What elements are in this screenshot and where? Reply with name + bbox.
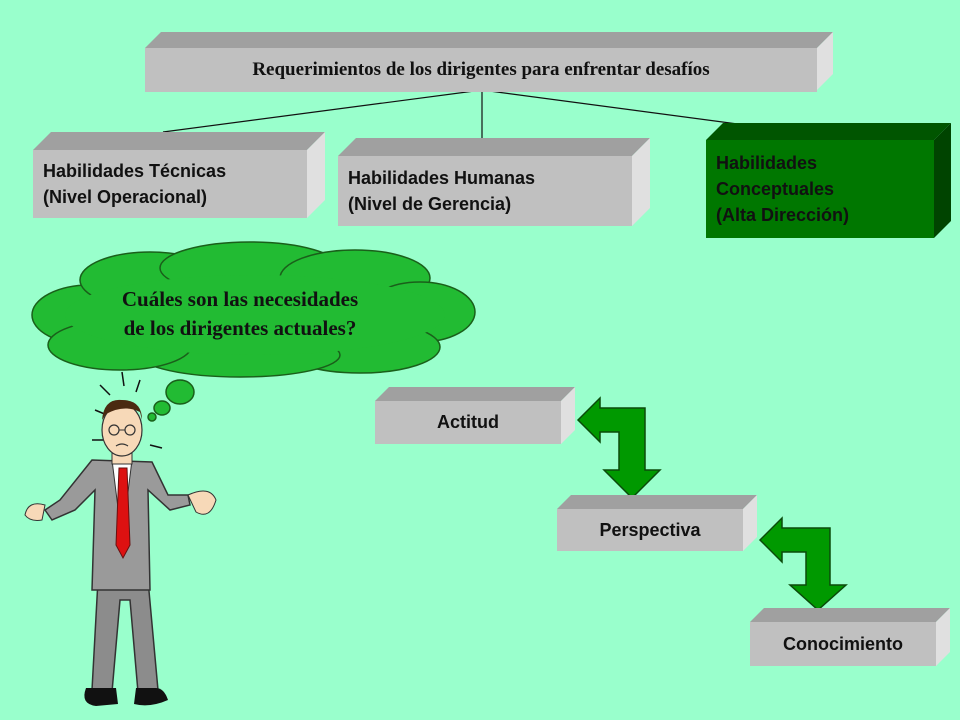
page-title: Requerimientos de los dirigentes para en… <box>252 59 710 80</box>
skill-technical-level: (Nivel Operacional) <box>43 187 208 207</box>
confused-man-illustration <box>24 371 217 706</box>
step-box-perspectiva: Perspectiva <box>557 495 757 551</box>
thought-line-2: de los dirigentes actuales? <box>123 316 357 340</box>
thought-cloud <box>31 241 476 422</box>
connector-technical <box>162 89 483 133</box>
skill-box-conceptual: Habilidades Conceptuales (Alta Dirección… <box>706 123 951 238</box>
skill-human-title: Habilidades Humanas <box>348 168 536 188</box>
skill-human-level: (Nivel de Gerencia) <box>348 194 512 214</box>
skill-box-technical: Habilidades Técnicas (Nivel Operacional) <box>33 132 325 218</box>
arrow-actitud-to-perspectiva <box>576 396 662 500</box>
skill-conceptual-title-2: Conceptuales <box>716 179 835 199</box>
thought-line-1: Cuáles son las necesidades <box>121 287 359 311</box>
thought-text: Cuáles son las necesidades de los dirige… <box>60 285 420 343</box>
skill-technical-title: Habilidades Técnicas <box>43 161 227 181</box>
skill-conceptual-title-1: Habilidades <box>716 153 818 173</box>
step-label-perspectiva: Perspectiva <box>599 519 701 540</box>
skill-box-human: Habilidades Humanas (Nivel de Gerencia) <box>338 138 650 226</box>
step-box-actitud: Actitud <box>375 387 575 444</box>
arrow-perspectiva-to-conocimiento <box>758 516 848 612</box>
step-label-actitud: Actitud <box>437 412 499 432</box>
step-label-conocimiento: Conocimiento <box>783 633 903 654</box>
skill-conceptual-level: (Alta Dirección) <box>716 205 850 225</box>
title-box: Requerimientos de los dirigentes para en… <box>145 32 833 92</box>
step-box-conocimiento: Conocimiento <box>750 608 950 666</box>
